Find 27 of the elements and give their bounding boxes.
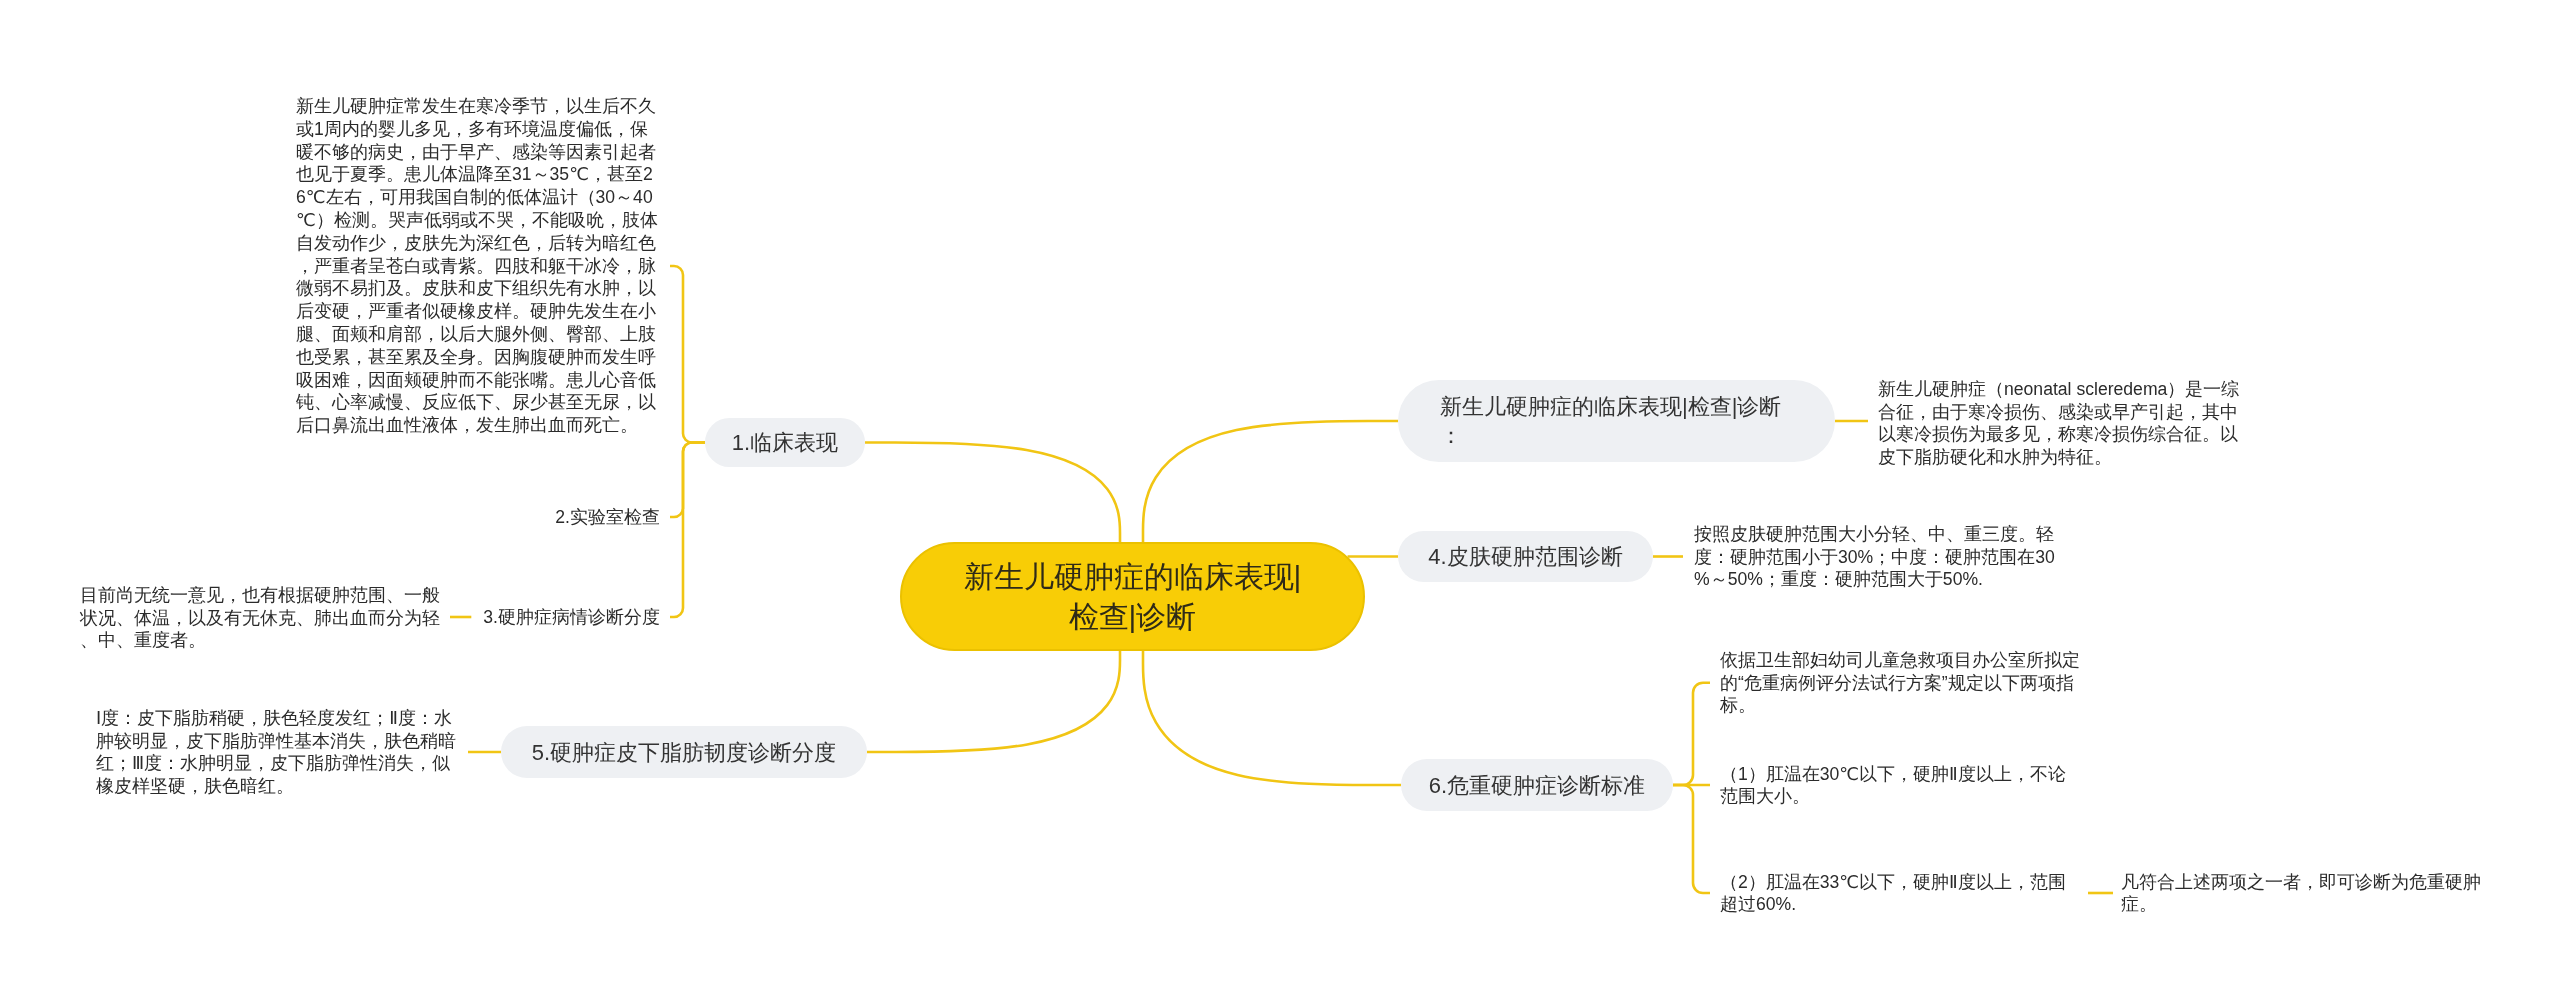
note-text: （1）肛温在30℃以下，硬肿Ⅱ度以上，不论范围大小。 bbox=[1710, 762, 2082, 808]
note-text: 依据卫生部妇幼司儿童急救项目办公室所拟定的“危重病例评分法试行方案”规定以下两项指标。 bbox=[1710, 649, 2082, 717]
branch-topic: 4.皮肤硬肿范围诊断 bbox=[1398, 531, 1653, 582]
connector-line bbox=[1347, 555, 1398, 558]
branch-topic: 5.硬肿症皮下脂肪韧度诊断分度 bbox=[501, 726, 867, 778]
note-text: Ⅰ度：皮下脂肪稍硬，肤色轻度发红；Ⅱ度：水肿较明显，皮下脂肪弹性基本消失，肤色稍暗红；Ⅲ度：水肿明显，皮下脂肪弹性消失，似橡皮样坚硬，肤色暗红。 bbox=[96, 707, 468, 797]
connector-line bbox=[865, 441, 1122, 542]
subtopic-text: 3.硬肿症病情诊断分度 bbox=[471, 605, 670, 629]
connector-line bbox=[450, 615, 472, 619]
connector-line bbox=[1835, 419, 1868, 423]
connector-line bbox=[468, 750, 501, 754]
note-text: 新生儿硬肿症（neonatal scleredema）是一综合征，由于寒冷损伤、感染或早产引起，其中以寒冷损伤为最多见，称寒冷损伤综合征。以皮下脂肪硬化和水肿为特征。 bbox=[1868, 378, 2240, 468]
note-text: （2）肛温在33℃以下，硬肿Ⅱ度以上，范围超过60%. bbox=[1710, 870, 2088, 916]
subtopic-text: 2.实验室检查 bbox=[555, 505, 670, 529]
note-text: 目前尚无统一意见，也有根据硬肿范围、一般状况、体温，以及有无休克、肺出血而分为轻、中、重度者。 bbox=[80, 584, 450, 652]
branch-topic: 新生儿硬肿症的临床表现|检查|诊断： bbox=[1398, 380, 1835, 462]
central-topic: 新生儿硬肿症的临床表现|检查|诊断 bbox=[900, 542, 1365, 651]
note-text: 按照皮肤硬肿范围大小分轻、中、重三度。轻度：硬肿范围小于30%；中度：硬肿范围在30%～50%；重度：硬肿范围大于50%. bbox=[1683, 523, 2056, 591]
note-text: 凡符合上述两项之一者，即可诊断为危重硬肿症。 bbox=[2113, 870, 2483, 916]
connector-line bbox=[1653, 555, 1683, 558]
connector-line bbox=[867, 651, 1122, 754]
branch-topic: 1.临床表现 bbox=[705, 418, 865, 467]
branch-topic: 6.危重硬肿症诊断标准 bbox=[1401, 759, 1673, 811]
connector-line bbox=[1141, 419, 1398, 542]
note-text: 新生儿硬肿症常发生在寒冷季节，以生后不久或1周内的婴儿多见，多有环境温度偏低，保暖不够的病史，由于早产、感染等因素引起者也见于夏季。患儿体温降至31～35℃，甚至26℃左右，可用我国自制的低体温计（30～40℃）检测。哭声低弱或不哭，不能吸吮，肢体自发动作少，皮肤先为深红色，后转为暗红色，严重者呈苍白或青紫。四肢和躯干冰冷，脉微弱不易扪及。皮肤和皮下组织先有水肿，以后变硬，严重者似硬橡皮样。硬肿先发生在小腿、面颊和肩部，以后大腿外侧、臀部、上肢也受累，甚至累及全身。因胸腹硬肿而发生呼吸困难，因面颊硬肿而不能张嘴。患儿心音低钝、心率减慢、反应低下、尿少甚至无尿，以后口鼻流出血性液体，发生肺出血而死亡。 bbox=[296, 95, 670, 437]
connector-line bbox=[1141, 651, 1401, 787]
connector-line bbox=[2088, 891, 2113, 895]
